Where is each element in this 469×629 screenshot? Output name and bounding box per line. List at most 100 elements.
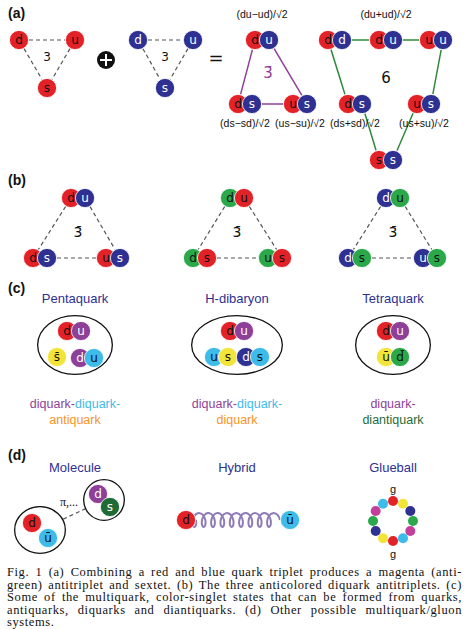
quark-letter: s <box>250 347 270 367</box>
quark-circle: s <box>197 248 217 268</box>
quark-circle-shape <box>197 248 216 267</box>
quark-circle-shape <box>176 510 195 529</box>
quark-letter: s <box>421 94 441 114</box>
state-formula: (us−su)/√2 <box>275 118 325 129</box>
equals-sign: = <box>208 49 223 67</box>
gluon-bead <box>378 499 388 509</box>
structure-term: diquark- <box>237 398 282 411</box>
quark-letter: u <box>234 321 254 341</box>
state-name: Hybrid <box>218 461 256 474</box>
quark-letter: u <box>433 30 453 50</box>
state-formula: (ds−sd)/√2 <box>220 118 270 129</box>
gluon-bead <box>388 536 398 546</box>
quark-circle: d <box>9 30 29 50</box>
quark-letter: u <box>65 30 85 50</box>
quark-circle-shape <box>22 513 41 532</box>
hadron-boundary-outline <box>14 506 66 554</box>
quark-circle: ū <box>280 510 300 530</box>
quark-circle: s <box>383 150 403 170</box>
quark-circle: s̄ <box>47 347 67 367</box>
quark-circle: d <box>128 30 148 50</box>
quark-circle: s <box>352 248 372 268</box>
quark-letter: u <box>383 30 403 50</box>
quark-circle: u <box>71 321 91 341</box>
quark-circle: u <box>183 30 203 50</box>
dashed-link <box>353 206 380 249</box>
dashed-link <box>63 509 85 519</box>
quark-circle-shape <box>383 30 402 49</box>
direct-sum-bar <box>105 54 107 66</box>
quark-circle-shape <box>84 348 103 367</box>
structure-term: diquark- <box>192 398 237 411</box>
quark-letter: s̄ <box>47 347 67 367</box>
quark-letter: u <box>84 348 104 368</box>
multiplet-number: 3 <box>161 51 169 63</box>
quark-letter: ū <box>38 528 58 548</box>
quark-letter: u <box>259 30 279 50</box>
dashed-link <box>57 257 96 258</box>
quark-letter: s <box>197 248 217 268</box>
direct-sum-disc <box>97 51 115 69</box>
quark-letter: s <box>352 248 372 268</box>
gluon-label: g <box>390 549 396 560</box>
state-name: Tetraquark <box>362 292 423 305</box>
quark-letter: d̄ <box>390 347 410 367</box>
gluon-loop <box>373 501 413 541</box>
quark-circle-shape <box>433 30 452 49</box>
quark-letter: u <box>75 188 95 208</box>
gluon-bead <box>378 533 388 543</box>
quark-circle: u <box>383 30 403 50</box>
quark-circle-shape <box>47 347 66 366</box>
quark-circle: u <box>65 30 85 50</box>
quark-circle: s <box>421 94 441 114</box>
quark-circle-shape <box>390 321 409 340</box>
quark-circle: s <box>297 94 317 114</box>
multiplet-number: 3̄ <box>389 225 398 239</box>
quark-circle: s <box>242 94 262 114</box>
gluon-bead <box>398 533 408 543</box>
hadron-boundary: ds <box>83 479 125 521</box>
antitriplet-link <box>241 50 253 95</box>
quark-circle: u <box>433 30 453 50</box>
quark-circle-shape <box>218 347 237 366</box>
quark-circle: s <box>37 248 57 268</box>
quark-circle: s <box>155 78 175 98</box>
quark-letter: s <box>155 78 175 98</box>
direct-sum-symbol <box>97 51 115 69</box>
quark-letter: ū <box>280 510 300 530</box>
quark-circle: s <box>272 248 292 268</box>
gluon-bead <box>398 499 408 509</box>
hadron-boundary: dus̄du <box>37 315 113 375</box>
quark-circle: u <box>390 188 410 208</box>
state-formula: (ds+sd)/√2 <box>330 118 380 129</box>
quark-circle-shape <box>352 248 371 267</box>
quark-circle-shape <box>128 30 147 49</box>
antitriplet-link <box>262 103 283 105</box>
quark-circle-shape <box>272 248 291 267</box>
quark-letter: u <box>234 188 254 208</box>
quark-circle-shape <box>38 528 57 547</box>
quark-circle: u <box>84 348 104 368</box>
quark-letter: d <box>22 513 42 533</box>
quark-letter: d <box>9 30 29 50</box>
quark-circle: s <box>37 78 57 98</box>
quark-letter: u <box>71 321 91 341</box>
dashed-link <box>170 49 188 80</box>
quark-circle: s <box>250 347 270 367</box>
panel-letter: (a) <box>8 6 25 20</box>
quark-letter: s <box>242 94 262 114</box>
gluon-spring <box>192 513 280 527</box>
quark-circle: d <box>176 510 196 530</box>
quark-circle-shape <box>297 94 316 113</box>
sextet-link <box>331 50 345 95</box>
quark-circle: d <box>22 513 42 533</box>
structure-term: diquark <box>217 414 258 427</box>
quark-letter: u <box>183 30 203 50</box>
quark-circle-shape <box>332 30 351 49</box>
quark-circle: d <box>332 30 352 50</box>
panel-letter: (c) <box>8 281 25 295</box>
quark-letter: s <box>427 248 447 268</box>
hadron-boundary-shape <box>356 316 431 375</box>
quark-letter: s <box>383 150 403 170</box>
